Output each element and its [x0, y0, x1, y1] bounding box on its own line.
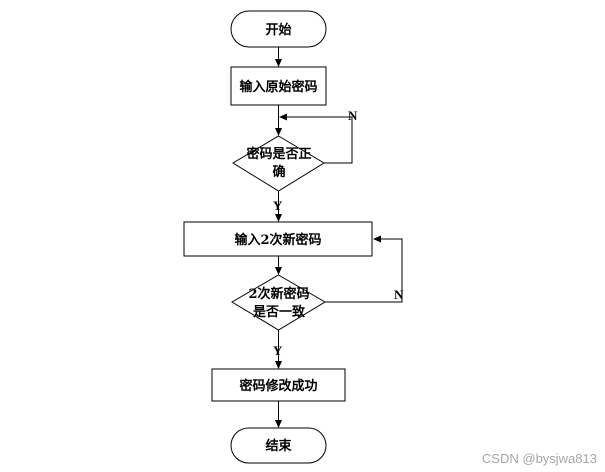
yes-label-1: Y — [273, 198, 283, 213]
input-original-password-box: 输入原始密码 — [230, 66, 327, 106]
input-new-password-label: 输入2次新密码 — [234, 232, 321, 248]
arrow-success-to-end — [275, 401, 282, 428]
arrow-start-to-input — [275, 47, 282, 67]
arrow-check-to-success — [275, 330, 282, 369]
arrow-input-new-to-check — [275, 256, 282, 275]
end-label: 结束 — [265, 438, 292, 454]
decision-passwords-consistent: 2次新密码 是否一致 — [231, 274, 326, 331]
decision-passwords-consistent-line2: 是否一致 — [252, 304, 306, 320]
start-terminator: 开始 — [230, 10, 327, 48]
decision-password-correct-line2: 确 — [272, 164, 285, 180]
decision-password-correct-line1: 密码是否正 — [245, 146, 311, 162]
input-new-password-box: 输入2次新密码 — [183, 221, 373, 257]
end-terminator: 结束 — [230, 427, 327, 464]
loop-no-passwords-mismatch — [325, 235, 403, 303]
success-box: 密码修改成功 — [211, 368, 346, 402]
no-label-1: N — [348, 108, 358, 123]
yes-label-2: Y — [273, 343, 283, 358]
start-label: 开始 — [265, 22, 291, 38]
loop-no-password-incorrect — [279, 113, 353, 164]
arrow-input-to-check — [275, 105, 282, 136]
arrow-check-to-input-new — [275, 191, 282, 222]
no-label-2: N — [394, 287, 404, 302]
decision-passwords-consistent-line1: 2次新密码 — [248, 286, 309, 302]
watermark-text: CSDN @bysjwa813 — [482, 451, 597, 466]
success-label: 密码修改成功 — [238, 378, 317, 394]
input-original-password-label: 输入原始密码 — [239, 79, 317, 95]
decision-password-correct: 密码是否正 确 — [232, 135, 325, 192]
